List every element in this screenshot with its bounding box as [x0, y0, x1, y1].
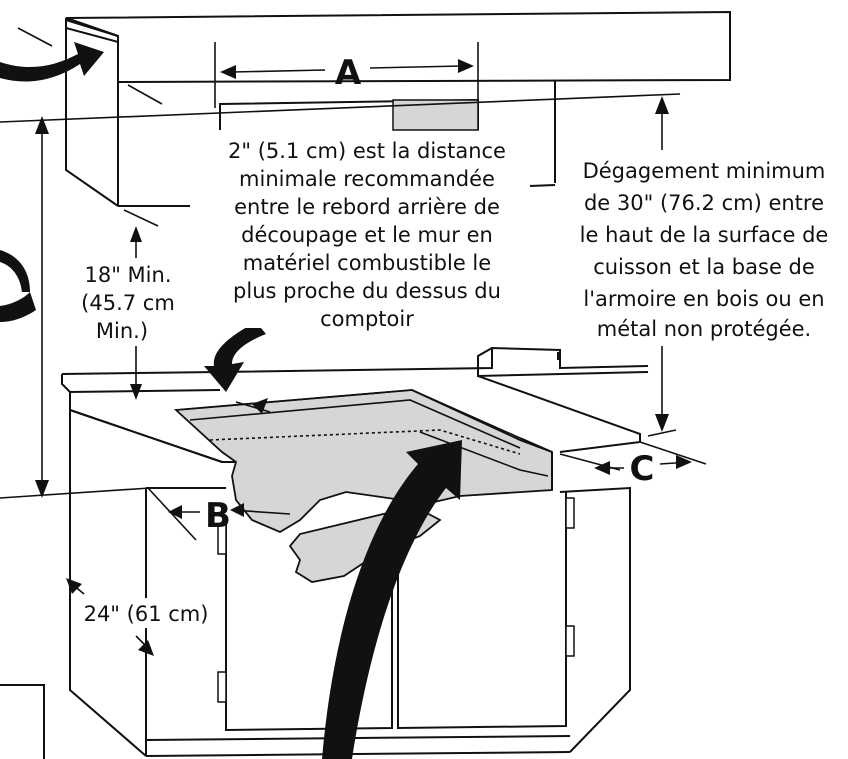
- letter-c: C: [630, 449, 655, 489]
- wall-clearance-callout: 2" (5.1 cm) est la distance minimale rec…: [212, 132, 530, 331]
- curved-arrow-top-left-icon: [0, 27, 104, 82]
- dimension-b: B: [147, 487, 291, 541]
- min-clearance-line-3: le haut de la surface de: [580, 223, 829, 247]
- cabinet-height-callout: 18" Min. (45.7 cm Min.): [72, 258, 184, 346]
- wall-gap-dimension: [235, 398, 271, 414]
- min-clearance-line-1: Dégagement minimum: [583, 159, 826, 183]
- min-clearance-callout: Dégagement minimum de 30" (76.2 cm) entr…: [568, 152, 846, 346]
- wall-clearance-line-4: découpage et le mur en: [241, 223, 493, 247]
- min-clearance-line-6: métal non protégée.: [597, 317, 811, 341]
- min-clearance-line-4: cuisson et la base de: [593, 255, 815, 279]
- wall-clearance-line-1: 2" (5.1 cm) est la distance: [228, 139, 506, 163]
- counter-cutout: [173, 389, 553, 583]
- letter-b: B: [205, 496, 231, 536]
- dimension-c: C: [559, 441, 707, 489]
- dimension-a: A: [214, 42, 479, 108]
- counter-depth-label: 24" (61 cm): [84, 602, 209, 626]
- cabinet-height-line-2: (45.7 cm: [81, 291, 175, 315]
- min-clearance-line-2: de 30" (76.2 cm) entre: [584, 191, 824, 215]
- wall-clearance-line-2: minimale recommandée: [239, 167, 495, 191]
- counter-depth-callout: 24" (61 cm): [74, 598, 220, 628]
- min-clearance-line-5: l'armoire en bois ou en: [583, 287, 824, 311]
- curved-arrow-up-icon: [322, 440, 462, 759]
- cabinet-height-line-1: 18" Min.: [85, 263, 172, 287]
- overall-height-dimension: [35, 116, 49, 498]
- hinge-left-top: [217, 523, 227, 555]
- corner-frame: [0, 684, 45, 759]
- wall-clearance-line-5: matériel combustible le: [243, 251, 491, 275]
- hinge-right-top: [565, 497, 575, 529]
- wall-clearance-line-3: entre le rebord arrière de: [234, 195, 500, 219]
- cabinet-height-line-3: Min.): [96, 319, 148, 343]
- hinge-left-bottom: [217, 671, 227, 703]
- curved-arrow-down-icon: [204, 322, 266, 392]
- wall-cabinet: [65, 10, 731, 207]
- wall-clearance-line-7: comptoir: [320, 307, 414, 331]
- wall-clearance-line-6: plus proche du dessus du: [233, 279, 501, 303]
- min-clearance-dimension: [647, 96, 677, 437]
- letter-a: A: [335, 53, 362, 93]
- curved-arrow-left-icon: [0, 250, 36, 322]
- counter-depth-dimension: [66, 578, 154, 656]
- hinge-right-bottom: [565, 625, 575, 657]
